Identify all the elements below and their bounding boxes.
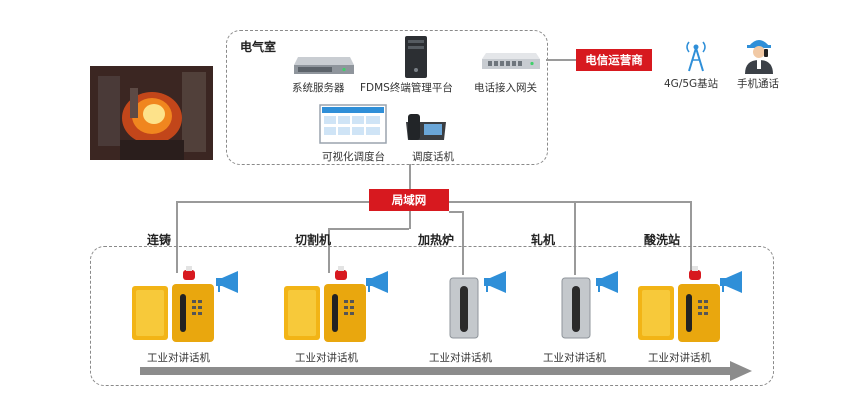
intercom-label-3: 工业对讲话机	[429, 352, 492, 364]
gateway-telecom-line	[546, 59, 576, 61]
lan-branch-5	[574, 201, 691, 203]
zone-label-cutter: 切割机	[295, 233, 332, 247]
lan-box: 局域网	[369, 189, 449, 211]
desk-phone-icon	[406, 114, 446, 140]
intercom-label-2: 工业对讲话机	[295, 352, 358, 364]
lan-right-trunk	[449, 201, 575, 203]
gateway-icon	[482, 53, 540, 69]
phone-gateway-label: 电话接入网关	[474, 82, 537, 94]
wall-intercom-icon	[561, 277, 591, 339]
control-room-title: 电气室	[240, 40, 277, 54]
intercom-cabinet-icon	[284, 266, 366, 342]
worker-phone-icon	[745, 40, 773, 74]
furnace-illustration	[90, 66, 213, 160]
zone-label-continuous-casting: 连铸	[147, 233, 172, 247]
zone-label-rolling-mill: 轧机	[531, 233, 556, 247]
dispatch-phone-label: 调度话机	[412, 151, 454, 163]
monitor-icon	[319, 104, 387, 144]
wall-intercom-icon	[449, 277, 479, 339]
zone-label-furnace: 加热炉	[418, 233, 455, 247]
speaker-horn-icon	[484, 271, 506, 293]
intercom-cabinet-icon	[132, 266, 214, 342]
telecom-operator-box: 电信运营商	[576, 49, 652, 71]
base-station-label: 4G/5G基站	[664, 78, 719, 90]
plant-area	[90, 246, 774, 386]
zone-label-pickling: 酸洗站	[644, 233, 681, 247]
system-server-label: 系统服务器	[292, 82, 345, 94]
dispatch-console-label: 可视化调度台	[322, 151, 385, 163]
lan-branch-3	[449, 211, 463, 213]
intercom-label-5: 工业对讲话机	[648, 352, 711, 364]
control-room-area	[226, 30, 548, 165]
intercom-label-4: 工业对讲话机	[543, 352, 606, 364]
intercom-cabinet-icon	[638, 266, 720, 342]
room-lan-line	[409, 164, 411, 189]
lan-drop-5	[690, 201, 692, 273]
fdms-platform-label: FDMS终端管理平台	[360, 82, 453, 94]
lan-left-trunk	[176, 201, 369, 203]
lan-branch-2	[328, 228, 409, 230]
speaker-horn-icon	[366, 271, 388, 293]
lan-drop-3	[462, 211, 464, 275]
lan-drop-1	[176, 201, 178, 273]
steel-plant-photo	[90, 66, 213, 160]
speaker-horn-icon	[720, 271, 742, 293]
server-icon	[294, 57, 354, 74]
speaker-horn-icon	[596, 271, 618, 293]
intercom-label-1: 工业对讲话机	[147, 352, 210, 364]
tower-pc-icon	[405, 36, 427, 78]
lan-drop-4	[574, 201, 576, 275]
antenna-tower-icon	[686, 41, 706, 72]
flow-arrow	[140, 361, 752, 381]
lan-stem-2	[409, 211, 411, 229]
speaker-horn-icon	[216, 271, 238, 293]
lan-drop-2	[328, 228, 330, 273]
mobile-call-label: 手机通话	[737, 78, 779, 90]
